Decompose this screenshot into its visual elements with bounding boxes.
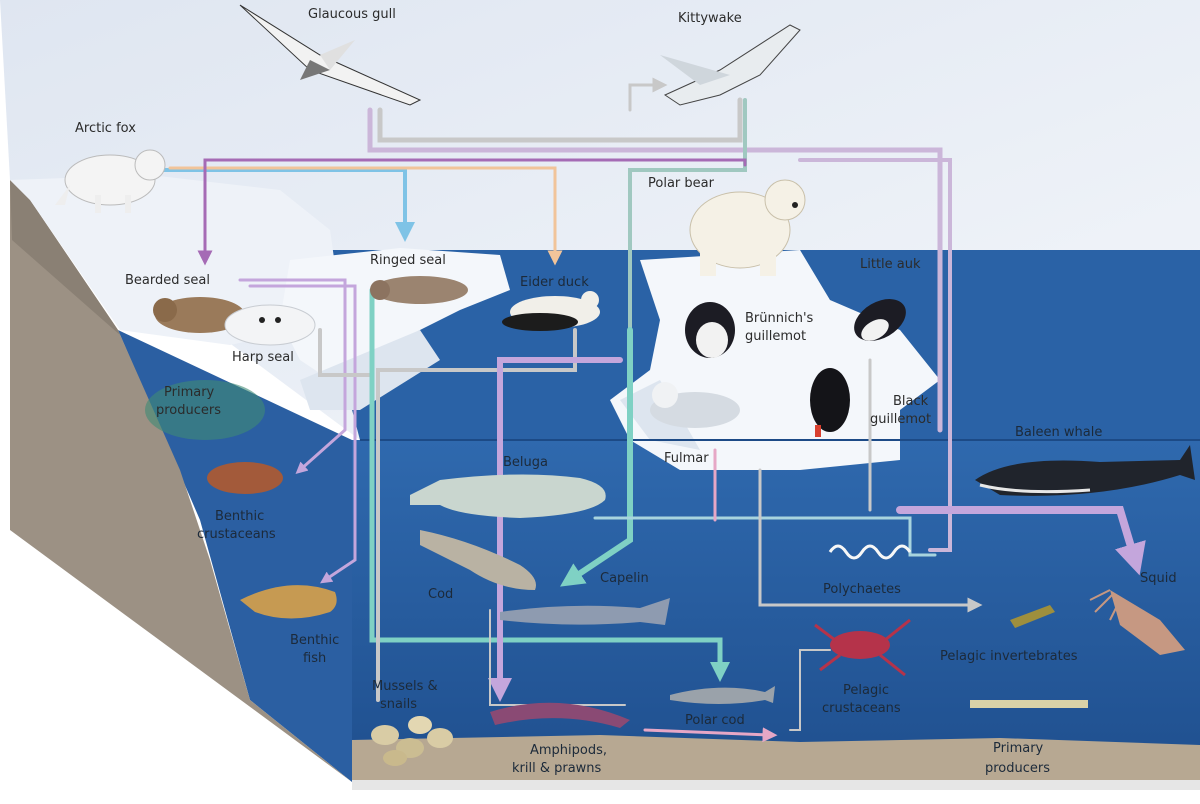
label-pelagic-invertebrates: Pelagic invertebrates [940,649,1078,664]
harp-seal-illustration [224,304,316,346]
benthic-fish-illustration [240,585,337,619]
arrow-kittywake-down [628,98,747,332]
label-harp-seal: Harp seal [232,350,294,365]
label-squid: Squid [1140,571,1177,586]
arrow-polar-cod-pink [643,727,778,743]
label-kittywake: Kittywake [678,11,742,26]
label-polar-bear: Polar bear [648,176,715,191]
label-glaucous-gull: Glaucous gull [308,7,396,22]
mussels-snails-illustration [371,716,453,766]
food-web-arrows [158,77,1146,743]
labels: Glaucous gull Kittywake Arctic fox Polar… [75,7,1177,776]
arrow-fox-to-eider [168,166,563,266]
arrow-beluga-to-polychaetes [593,516,937,557]
fulmar-illustration [650,382,740,428]
organisms [55,4,1195,766]
brunnichs-guillemot-illustration [685,302,735,358]
label-mussels-snails-1: Mussels & [372,679,438,694]
little-auk-illustration [854,299,906,341]
ringed-seal-illustration [370,276,468,304]
arrow-fox-to-ringed-seal [158,168,415,242]
cod-illustration [420,530,536,590]
label-beluga: Beluga [503,455,548,470]
label-polar-cod: Polar cod [685,713,745,728]
arrow-fulmar-to-pelagic [758,468,983,613]
label-mussels-snails-2: snails [380,697,417,712]
label-amphipods-1: Amphipods, [530,743,607,758]
polar-bear-illustration [689,179,806,276]
arrow-ringed-seal-to-polar-cod [369,287,730,682]
capelin-illustration [500,598,670,625]
baleen-whale-illustration [975,445,1195,496]
label-cod: Cod [428,587,453,602]
label-arctic-fox: Arctic fox [75,121,136,136]
label-primary-producers-left-1: Primary [164,385,215,400]
arrow-harp-seal [318,328,372,377]
arrow-bearded-seal-to-benthic-fish [248,284,357,584]
arrow-kittywake [628,77,668,112]
arrow-polar-bear-to-bearded-seal [197,158,747,266]
arrow-eider-to-mussels [376,328,577,702]
land-ice-shelf [10,175,340,345]
label-polychaetes: Polychaetes [823,582,901,597]
label-benthic-crustaceans-1: Benthic [215,509,264,524]
land-cliff [10,180,352,782]
primary-producers-left-illustration [145,380,265,440]
label-benthic-fish-2: fish [303,651,326,666]
arrow-polar-cod-to-capelin [489,609,626,706]
arrow-bearded-seal-to-benthic-crustaceans [238,278,347,474]
squid-illustration [1089,589,1185,655]
label-bearded-seal: Bearded seal [125,273,210,288]
bearded-seal-illustration [153,297,245,333]
label-brunnichs-guillemot-1: Brünnich's [745,311,814,326]
kittywake-illustration [660,24,801,106]
label-black-guillemot-1: Black [893,394,929,409]
label-eider-duck: Eider duck [520,275,589,290]
arrow-gull-to-ice [367,107,943,433]
amphipods-krill-prawns-illustration [490,702,630,728]
label-brunnichs-guillemot-2: guillemot [745,329,806,344]
beluga-illustration [410,474,606,518]
eider-duck-illustration [502,291,600,331]
black-guillemot-illustration [810,368,850,437]
label-little-auk: Little auk [860,257,921,272]
benthic-crustaceans-illustration [207,462,283,494]
arrow-polar-bear-lilac [798,158,952,552]
arctic-fox-illustration [55,149,166,213]
label-benthic-fish-1: Benthic [290,633,339,648]
primary-producers-right-illustration [970,700,1088,708]
label-black-guillemot-2: guillemot [870,412,931,427]
pelagic-invertebrates-illustration [1010,605,1055,628]
glaucous-gull-illustration [239,4,422,106]
label-primary-producers-right-1: Primary [993,741,1044,756]
label-capelin: Capelin [600,571,649,586]
label-pelagic-crustaceans-1: Pelagic [843,683,889,698]
polar-cod-illustration [670,686,775,704]
arrow-baleen-to-squid [896,506,1146,576]
label-ringed-seal: Ringed seal [370,253,446,268]
arrow-guillemot-to-capelin [560,327,633,587]
polychaetes-illustration [828,544,912,560]
seabed [352,735,1200,782]
label-primary-producers-left-2: producers [156,403,221,418]
pelagic-crustaceans-illustration [814,618,911,677]
label-pelagic-crustaceans-2: crustaceans [822,701,901,716]
label-fulmar: Fulmar [664,451,709,466]
arrow-pelagic-crustaceans [789,649,831,731]
label-primary-producers-right-2: producers [985,761,1050,776]
label-baleen-whale: Baleen whale [1015,425,1102,440]
label-benthic-crustaceans-2: crustaceans [197,527,276,542]
arrow-gull-grey [377,97,743,143]
label-amphipods-2: krill & prawns [512,761,602,776]
